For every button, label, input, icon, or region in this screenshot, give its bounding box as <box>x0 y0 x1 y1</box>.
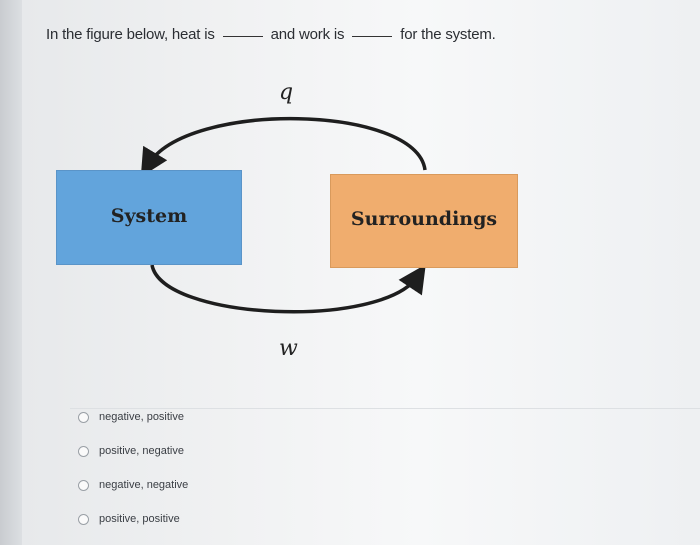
heat-work-diagram <box>140 117 427 314</box>
surroundings-label: Surroundings <box>350 208 498 230</box>
heat-arrow <box>140 117 427 177</box>
option-label: negative, negative <box>99 479 189 491</box>
question-part-2: and work is <box>270 26 345 43</box>
option-4[interactable]: positive, positive <box>78 513 180 525</box>
radio-button[interactable] <box>78 513 89 525</box>
options-divider <box>70 408 700 409</box>
system-label: System <box>110 204 188 227</box>
question-part-3: for the system. <box>400 26 496 43</box>
option-label: positive, positive <box>99 513 180 525</box>
option-2[interactable]: positive, negative <box>78 445 184 457</box>
radio-button[interactable] <box>78 411 89 423</box>
radio-button[interactable] <box>78 445 89 457</box>
question-part-1: In the figure below, heat is <box>46 26 215 43</box>
question-page: In the figure below, heat is and work is… <box>22 0 700 545</box>
option-1[interactable]: negative, positive <box>78 411 184 423</box>
surroundings-box: Surroundings <box>330 174 518 268</box>
radio-button[interactable] <box>78 479 89 491</box>
option-label: negative, positive <box>99 411 184 423</box>
work-arrow <box>150 264 426 314</box>
blank-heat <box>222 36 263 37</box>
option-3[interactable]: negative, negative <box>78 479 188 491</box>
question-text: In the figure below, heat is and work is… <box>46 26 496 43</box>
system-box: System <box>56 170 242 265</box>
heat-symbol: q <box>279 80 294 105</box>
blank-work <box>352 36 393 37</box>
left-edge-bar <box>0 0 22 545</box>
option-label: positive, negative <box>99 445 184 457</box>
work-symbol: w <box>279 336 298 361</box>
